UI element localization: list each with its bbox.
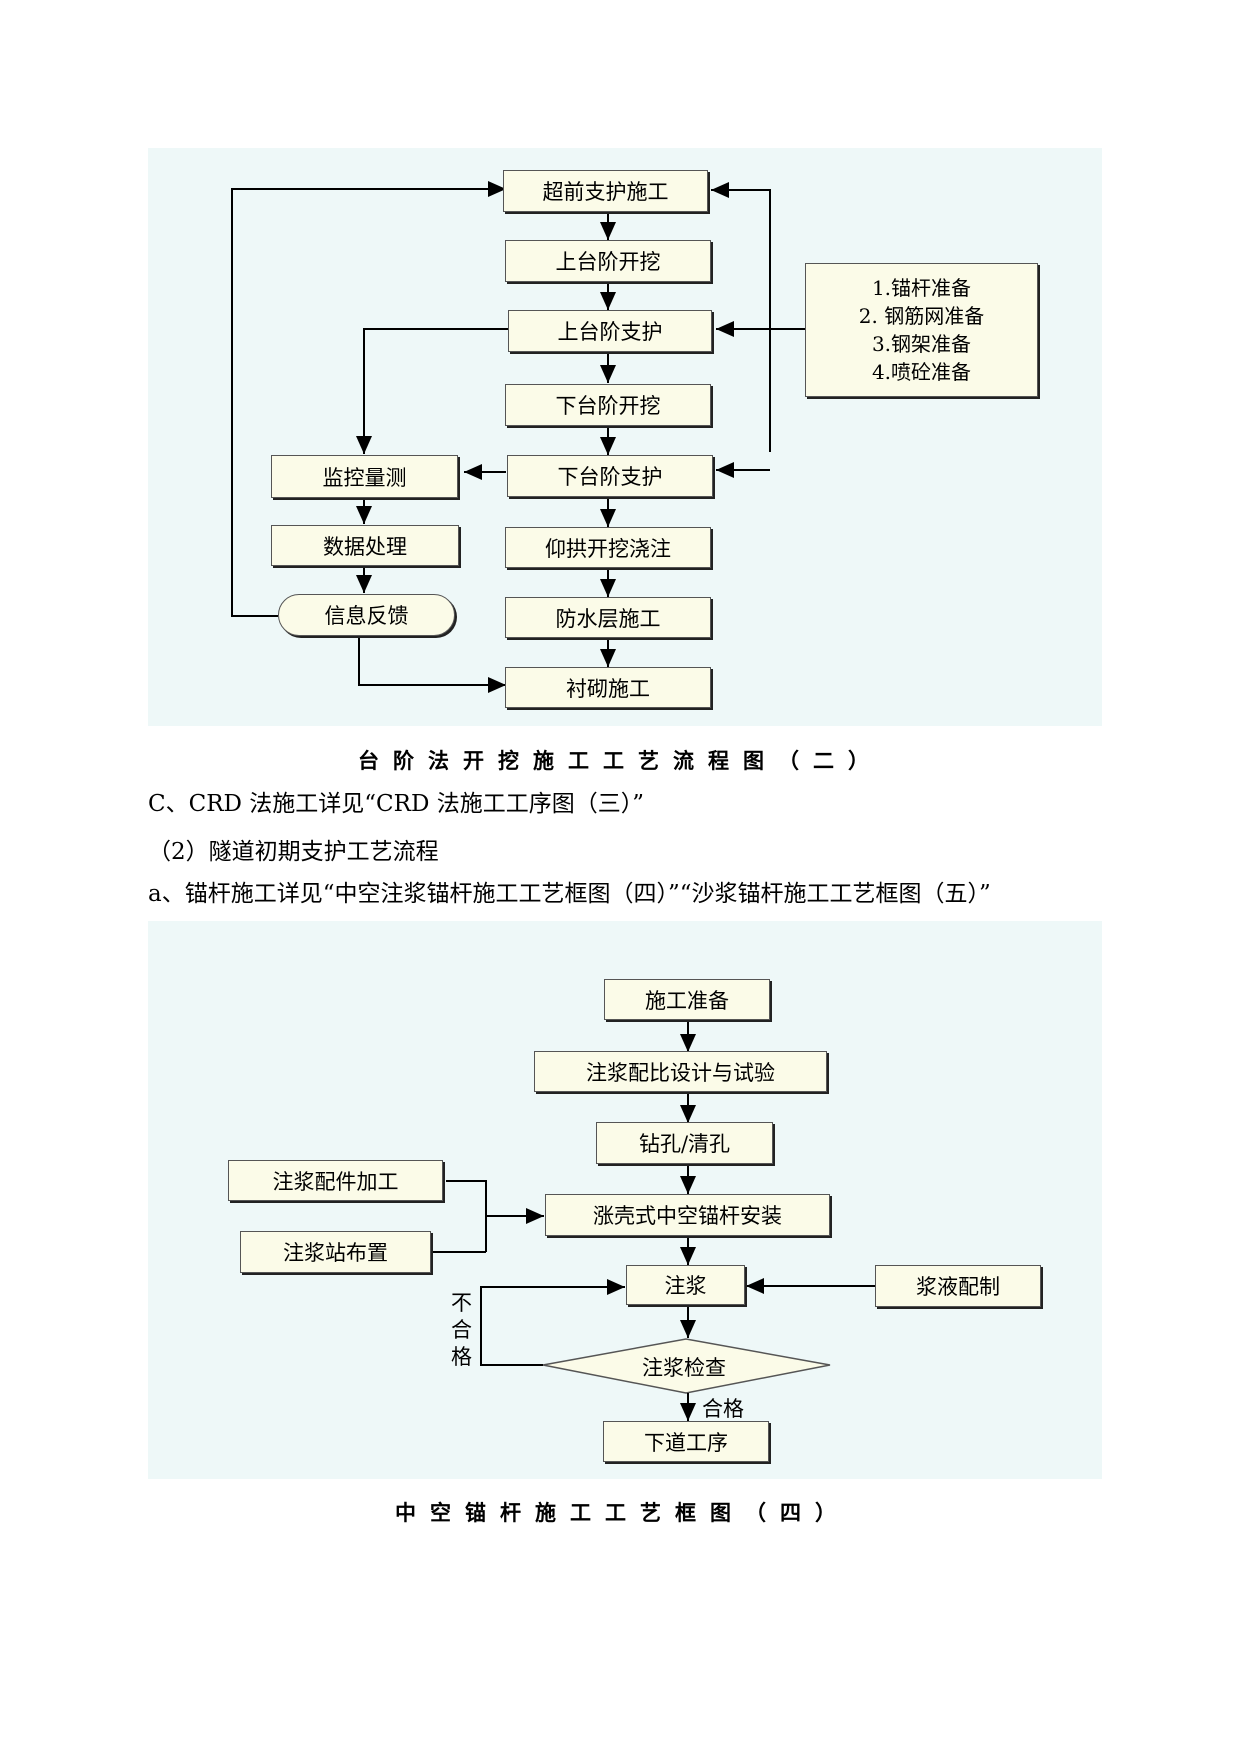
grout-station-box: 注浆站布置 — [240, 1231, 431, 1273]
construction-prep-box: 施工准备 — [604, 979, 770, 1020]
check-diamond — [542, 1338, 831, 1394]
next-step-box: 下道工序 — [603, 1421, 769, 1462]
prep-items-box: 1.锚杆准备 2. 钢筋网准备 3.钢架准备 4.喷砼准备 — [805, 263, 1038, 397]
fittings-box: 注浆配件加工 — [228, 1160, 443, 1201]
waterproof-box: 防水层施工 — [505, 597, 711, 638]
grouting-box: 注浆 — [626, 1265, 745, 1305]
anchor-install-box: 涨壳式中空锚杆安装 — [545, 1194, 830, 1236]
data-processing-box: 数据处理 — [271, 525, 459, 566]
prep-item: 2. 钢筋网准备 — [858, 304, 985, 328]
prep-item: 3.钢架准备 — [871, 332, 972, 356]
slurry-box: 浆液配制 — [875, 1265, 1041, 1307]
pass-label: 合格 — [702, 1397, 744, 1421]
invert-box: 仰拱开挖浇注 — [505, 527, 711, 568]
flowchart-2-caption: 台阶法开挖施工工艺流程图（二） — [358, 749, 883, 773]
prep-item: 1.锚杆准备 — [871, 276, 972, 300]
lower-excavation-box: 下台阶开挖 — [505, 384, 711, 426]
grout-check-label: 注浆检查 — [642, 1356, 726, 1380]
upper-excavation-box: 上台阶开挖 — [505, 240, 711, 282]
monitoring-box: 监控量测 — [271, 455, 458, 498]
lower-support-box: 下台阶支护 — [507, 455, 713, 497]
prep-item: 4.喷砼准备 — [871, 360, 972, 384]
grout-design-box: 注浆配比设计与试验 — [534, 1051, 827, 1092]
paragraph-anchor: a、锚杆施工详见“中空注浆锚杆施工工艺框图（四）”“沙浆锚杆施工工艺框图（五）” — [148, 881, 991, 907]
paragraph-crd: C、CRD 法施工详见“CRD 法施工工序图（三）” — [148, 791, 644, 817]
fail-label: 不合格 — [451, 1291, 472, 1369]
lining-box: 衬砌施工 — [505, 667, 711, 708]
upper-support-box: 上台阶支护 — [508, 310, 712, 352]
paragraph-support-heading: （2）隧道初期支护工艺流程 — [148, 839, 439, 865]
feedback-box: 信息反馈 — [278, 594, 455, 636]
drill-box: 钻孔/清孔 — [596, 1122, 773, 1164]
advance-support-box: 超前支护施工 — [503, 170, 708, 212]
flowchart-4-caption: 中空锚杆施工工艺框图（四） — [395, 1501, 850, 1525]
